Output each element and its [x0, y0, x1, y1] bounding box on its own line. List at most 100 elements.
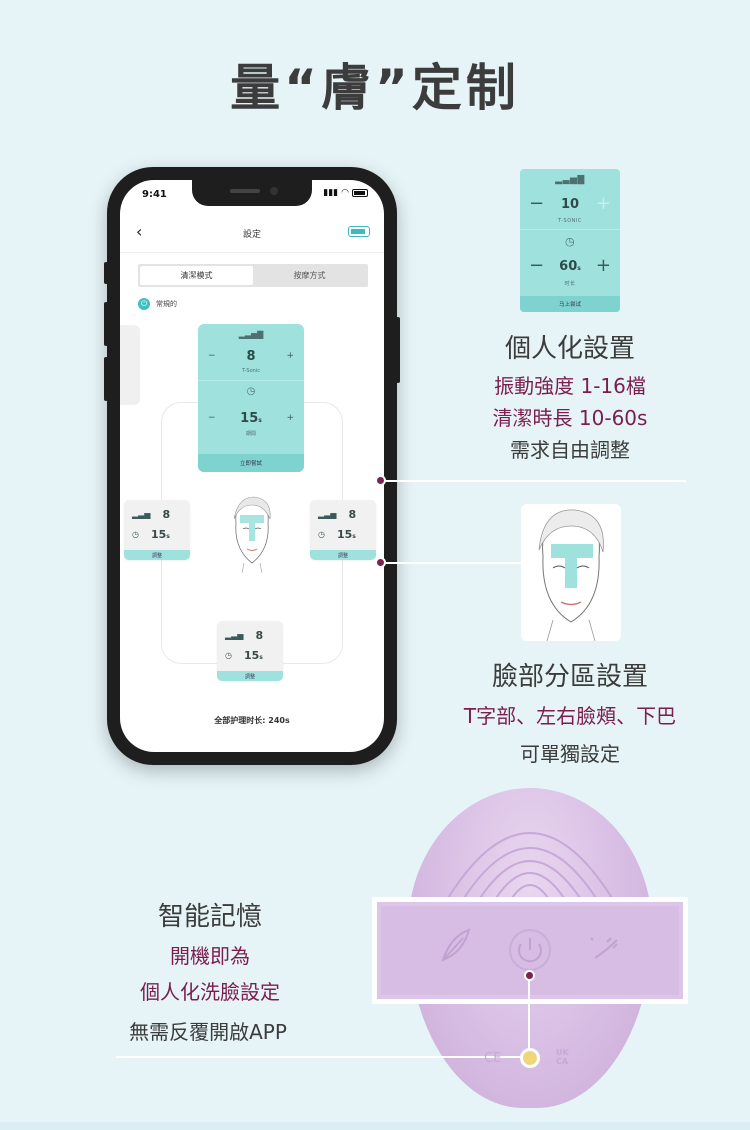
- time-unit: s: [258, 416, 262, 424]
- t-zone-card: ▂▃▅▇ − 8 + T-Sonic ◷ − 15s + 期間 立即嘗試: [198, 324, 304, 472]
- signal-strength-icon: ▂▃▅: [225, 631, 244, 640]
- time-row: ◷ 15s: [124, 528, 190, 541]
- time-value: 60s: [559, 259, 581, 274]
- feather-icon: [441, 928, 471, 962]
- time-value: 15s: [151, 528, 170, 541]
- ce-mark: CE: [484, 1051, 502, 1066]
- minus-button[interactable]: −: [529, 193, 545, 214]
- clock-icon: ◷: [132, 530, 139, 539]
- page-title: 量“膚”定制: [230, 59, 520, 117]
- time-value: 15s: [337, 528, 356, 541]
- time-unit: s: [577, 264, 581, 272]
- power-icon: [518, 938, 542, 963]
- time-number: 15: [243, 649, 260, 662]
- intensity-label: T-Sonic: [242, 368, 260, 374]
- connector-line: [381, 562, 521, 564]
- time-number: 60: [559, 258, 578, 274]
- minus-button[interactable]: −: [208, 351, 216, 361]
- card-divider: [198, 380, 304, 381]
- status-icons: ▮▮▮ ◠: [323, 188, 368, 198]
- clock-icon: ◷: [225, 651, 232, 660]
- right-cheek-card[interactable]: ▂▃▅8 ◷15s 調整: [310, 500, 376, 560]
- intensity-value: 8: [246, 348, 256, 364]
- adjust-button[interactable]: 調整: [217, 671, 283, 681]
- intensity-row: − 10 +: [520, 193, 620, 215]
- try-now-button[interactable]: 马上尝试: [520, 296, 620, 312]
- sparkle-icon: [590, 937, 618, 959]
- intensity-value: 8: [162, 508, 171, 521]
- plus-button[interactable]: +: [286, 351, 294, 361]
- left-cheek-card[interactable]: ▂▃▅ 8 ◷ 15s 調整: [124, 500, 190, 560]
- face-line-1: T字部、左右臉頰、下巴: [463, 704, 677, 728]
- ukca-mark: UK CA: [556, 1048, 569, 1066]
- minus-button[interactable]: −: [529, 255, 545, 276]
- tab-cleansing-mode[interactable]: 清潔模式: [140, 266, 253, 285]
- bottom-strip: [0, 1122, 750, 1130]
- band-icons: [441, 928, 618, 971]
- connector-dot: [375, 475, 386, 486]
- clock-icon: ◷: [246, 386, 256, 397]
- mode-row[interactable]: ⏻ 常規的: [138, 298, 177, 310]
- connector-line: [381, 480, 686, 482]
- device-control-band: [372, 897, 688, 1004]
- minus-button[interactable]: −: [208, 413, 216, 423]
- mode-segmented-control: 清潔模式 按摩方式: [138, 264, 368, 287]
- time-row: ◷15s: [310, 528, 376, 541]
- phone-volume-up-button: [104, 302, 108, 346]
- intensity-row: ▂▃▅8: [217, 629, 283, 642]
- nav-divider: [120, 252, 384, 253]
- phone-mockup: 9:41 ▮▮▮ ◠ ‹ 設定 清潔模式 按摩方式 ⏻ 常規的 ▂▃▅▇ − 8…: [104, 167, 400, 765]
- plus-button[interactable]: +: [595, 193, 611, 214]
- face-illustration: [233, 496, 271, 573]
- time-number: 15: [336, 528, 353, 541]
- clock-icon: ◷: [564, 235, 576, 248]
- device-ribs: [447, 832, 613, 899]
- face-heading: 臉部分區設置: [491, 662, 648, 692]
- time-number: 15: [150, 528, 167, 541]
- time-value: 15s: [240, 411, 262, 426]
- phone-power-button: [396, 317, 400, 383]
- memory-heading: 智能記憶: [157, 902, 262, 932]
- phone-mute-button: [104, 262, 108, 284]
- personal-heading: 個人化設置: [504, 334, 635, 364]
- phone-screen: 9:41 ▮▮▮ ◠ ‹ 設定 清潔模式 按摩方式 ⏻ 常規的 ▂▃▅▇ − 8…: [120, 180, 384, 752]
- signal-strength-icon: ▂▃▅: [132, 510, 151, 519]
- personal-line-3: 需求自由調整: [510, 438, 630, 462]
- intensity-value: 10: [560, 196, 580, 212]
- time-row: − 60s +: [520, 255, 620, 277]
- status-time: 9:41: [142, 189, 167, 200]
- tab-massage-mode[interactable]: 按摩方式: [293, 271, 326, 280]
- signal-icon: ▮▮▮: [323, 188, 339, 198]
- back-icon[interactable]: ‹: [136, 222, 143, 241]
- try-now-button[interactable]: 立即嘗試: [198, 454, 304, 472]
- time-number: 15: [240, 410, 259, 426]
- adjust-button[interactable]: 調整: [124, 550, 190, 560]
- face-line-2: 可單獨設定: [520, 742, 620, 766]
- plus-button[interactable]: +: [595, 255, 611, 276]
- time-unit: s: [352, 533, 356, 540]
- intensity-value: 8: [348, 508, 357, 521]
- time-row: − 15s +: [198, 408, 304, 428]
- time-row: ◷ 15s: [217, 649, 283, 662]
- face-zone-card: [521, 504, 621, 641]
- time-label: 时长: [564, 281, 576, 287]
- phone-volume-down-button: [104, 357, 108, 401]
- plus-button[interactable]: +: [286, 413, 294, 423]
- adjust-button[interactable]: 調整: [310, 550, 376, 560]
- connector-line: [116, 1056, 528, 1058]
- time-unit: s: [166, 533, 170, 540]
- time-label: 期間: [245, 431, 256, 437]
- chin-card[interactable]: ▂▃▅8 ◷ 15s 調整: [217, 621, 283, 681]
- previous-card-peek: [120, 325, 140, 405]
- time-value: 15s: [244, 649, 263, 662]
- personal-line-2: 清潔時長 10-60s: [492, 406, 648, 430]
- face-zone-illustration: [538, 509, 604, 641]
- intensity-row: ▂▃▅ 8: [124, 508, 190, 521]
- battery-icon: [352, 189, 368, 197]
- memory-line-1: 開機即為: [170, 944, 250, 968]
- charging-port-icon: [520, 1048, 540, 1068]
- card-divider: [520, 229, 620, 230]
- personal-line-1: 振動強度 1-16檔: [494, 374, 646, 398]
- mode-label: 常規的: [156, 300, 177, 308]
- power-icon: ⏻: [138, 298, 150, 310]
